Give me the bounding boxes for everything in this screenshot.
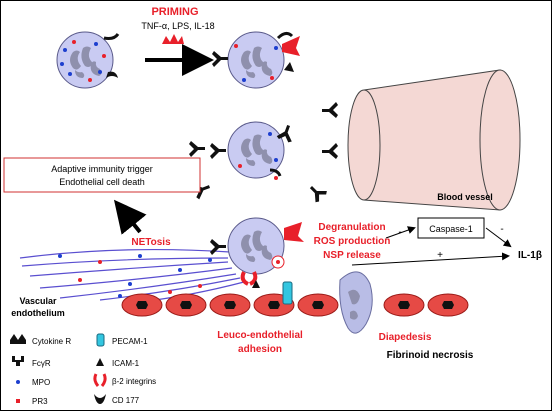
legend-label-6: PR3 (32, 397, 48, 406)
endothelial-cells (121, 293, 469, 317)
adaptive-box (3, 157, 201, 193)
leuco-label-1: Leuco-endothelial (217, 330, 303, 341)
cytokine-receptor-icon (10, 334, 26, 344)
resting-neutrophil (56, 31, 120, 89)
integrin-icon (93, 373, 107, 387)
pecam-icon (96, 333, 105, 347)
blood-vessel-label: Blood vessel (437, 192, 493, 202)
degranulation-label: Degranulation (318, 222, 385, 233)
priming-agents: TNF-α, LPS, IL-18 (141, 21, 214, 31)
net-fibers (19, 248, 245, 303)
receptor-neutrophil (210, 121, 285, 180)
caspase-box (417, 217, 485, 239)
il1b-label: IL-1β (518, 250, 542, 261)
endothelium-label: endothelium (11, 308, 65, 318)
legend-label-5: β-2 integrins (112, 377, 156, 386)
netosis-arrow (113, 199, 147, 235)
adaptive-line2: Endothelial cell death (59, 177, 145, 187)
caspase-in-arrow (385, 226, 416, 239)
fcgr-icon (12, 356, 24, 366)
priming-title: PRIMING (151, 6, 198, 18)
legend: Cytokine R PECAM-1 FcγR ICAM-1 MPO β-2 i… (10, 333, 156, 406)
diapedesis-cell (339, 271, 373, 334)
nsp-label: NSP release (323, 250, 381, 261)
legend-label-0: Cytokine R (32, 337, 71, 346)
icam-icon (96, 358, 104, 366)
legend-label-7: CD 177 (112, 396, 140, 405)
activated-neutrophil (210, 217, 304, 286)
net-dots (58, 254, 212, 298)
pr3-dot-icon (16, 399, 20, 403)
legend-label-3: ICAM-1 (112, 359, 140, 368)
mpo-dot-icon (16, 380, 20, 384)
minus-right: - (500, 224, 503, 235)
plus-sign: + (437, 250, 443, 261)
blood-vessel (347, 69, 521, 211)
primed-neutrophil (212, 31, 300, 89)
icam-marker (252, 280, 260, 288)
il1b-arrow (351, 252, 510, 266)
legend-label-1: PECAM-1 (112, 337, 148, 346)
fibrinoid-label: Fibrinoid necrosis (387, 350, 474, 361)
cytokine-icon (162, 34, 184, 44)
caspase-out-arrow (485, 227, 512, 248)
adaptive-line1: Adaptive immunity trigger (51, 164, 153, 174)
pecam-marker (282, 281, 293, 305)
legend-label-2: FcγR (32, 359, 51, 368)
minus-left: - (398, 227, 401, 238)
leuco-label-2: adhesion (238, 344, 282, 355)
caspase-label: Caspase-1 (429, 224, 473, 234)
diapedesis-label: Diapedesis (379, 332, 432, 343)
netosis-label: NETosis (131, 237, 171, 248)
cd177-icon (94, 394, 106, 404)
legend-label-4: MPO (32, 378, 50, 387)
ros-label: ROS production (314, 236, 391, 247)
vascular-label: Vascular (19, 296, 57, 306)
